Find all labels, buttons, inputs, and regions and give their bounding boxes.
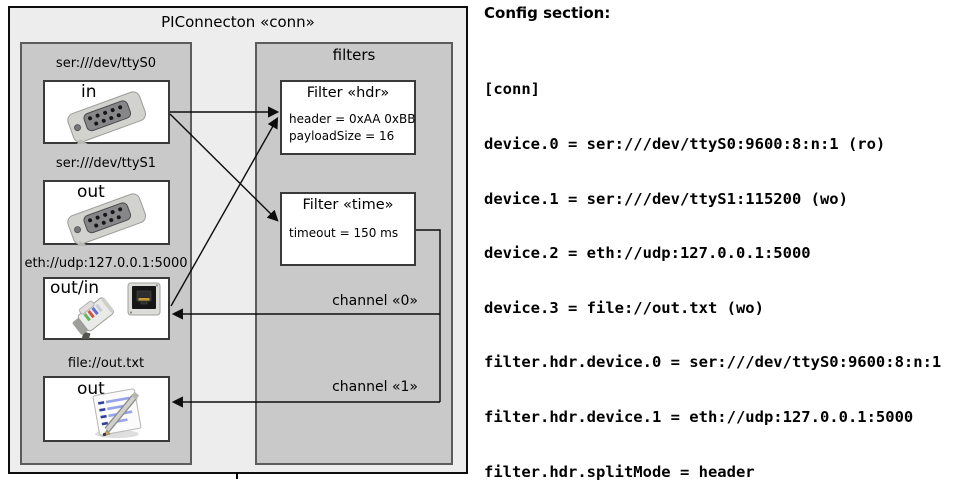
filter-title: Filter «hdr» [306,85,390,101]
filter-hdr-box: Filter «hdr» header = 0xAA 0xBB payloadS… [280,80,416,155]
config-line: filter.hdr.splitMode = header [484,462,755,481]
config-line: filter.hdr.device.0 = ser:///dev/ttyS0:9… [484,353,942,372]
device-uri-label: eth://udp:127.0.0.1:5000 [24,256,188,271]
device-direction: out [77,182,105,202]
config-line: [conn] [484,80,540,99]
channel-1-label: channel «1» [332,379,418,395]
connection-diagram: PIConnecton «conn» ser:///dev/ttyS0 in [8,6,468,474]
devices-panel: ser:///dev/ttyS0 in [20,42,192,465]
device-direction: out/in [50,278,100,298]
diagram-title: PIConnecton «conn» [161,13,315,31]
filters-panel: filters Filter «hdr» header = 0xAA 0xBB … [255,42,453,465]
config-line: filter.hdr.device.1 = eth://udp:127.0.0.… [484,408,914,427]
filters-panel-title: filters [332,46,376,64]
device-direction: out [77,379,105,399]
serial-db9-connector-icon [67,91,147,144]
config-line: device.3 = file://out.txt (wo) [484,298,764,317]
channel-0-label: channel «0» [332,293,418,309]
config-heading: Config section: [484,4,611,22]
device-box-eth: out/in [43,277,170,340]
ethernet-plug-icon [72,297,115,339]
device-box-file: out [43,376,170,442]
device-uri-label: file://out.txt [67,356,145,371]
filter-attribute: timeout = 150 ms [289,226,399,240]
serial-db9-connector-icon [67,193,147,246]
device-box-ttys0: in [43,80,170,144]
device-uri-label: ser:///dev/ttyS1 [55,156,157,171]
ethernet-port-icon [127,282,161,316]
device-uri-label: ser:///dev/ttyS0 [55,56,157,71]
config-lines: [conn] device.0 = ser:///dev/ttyS0:9600:… [484,44,951,484]
notepad-pencil-icon [92,388,142,438]
filter-attribute: header = 0xAA 0xBB [289,112,416,126]
bottom-tick [236,472,238,479]
config-line: device.2 = eth://udp:127.0.0.1:5000 [484,244,811,263]
filter-time-box: Filter «time» timeout = 150 ms [280,192,416,266]
config-line: device.0 = ser:///dev/ttyS0:9600:8:n:1 (… [484,135,886,154]
filter-attribute: payloadSize = 16 [289,129,395,143]
device-direction: in [81,82,97,102]
device-box-ttys1: out [43,180,170,246]
config-line: device.1 = ser:///dev/ttyS1:115200 (wo) [484,189,848,208]
filter-title: Filter «time» [302,197,394,213]
